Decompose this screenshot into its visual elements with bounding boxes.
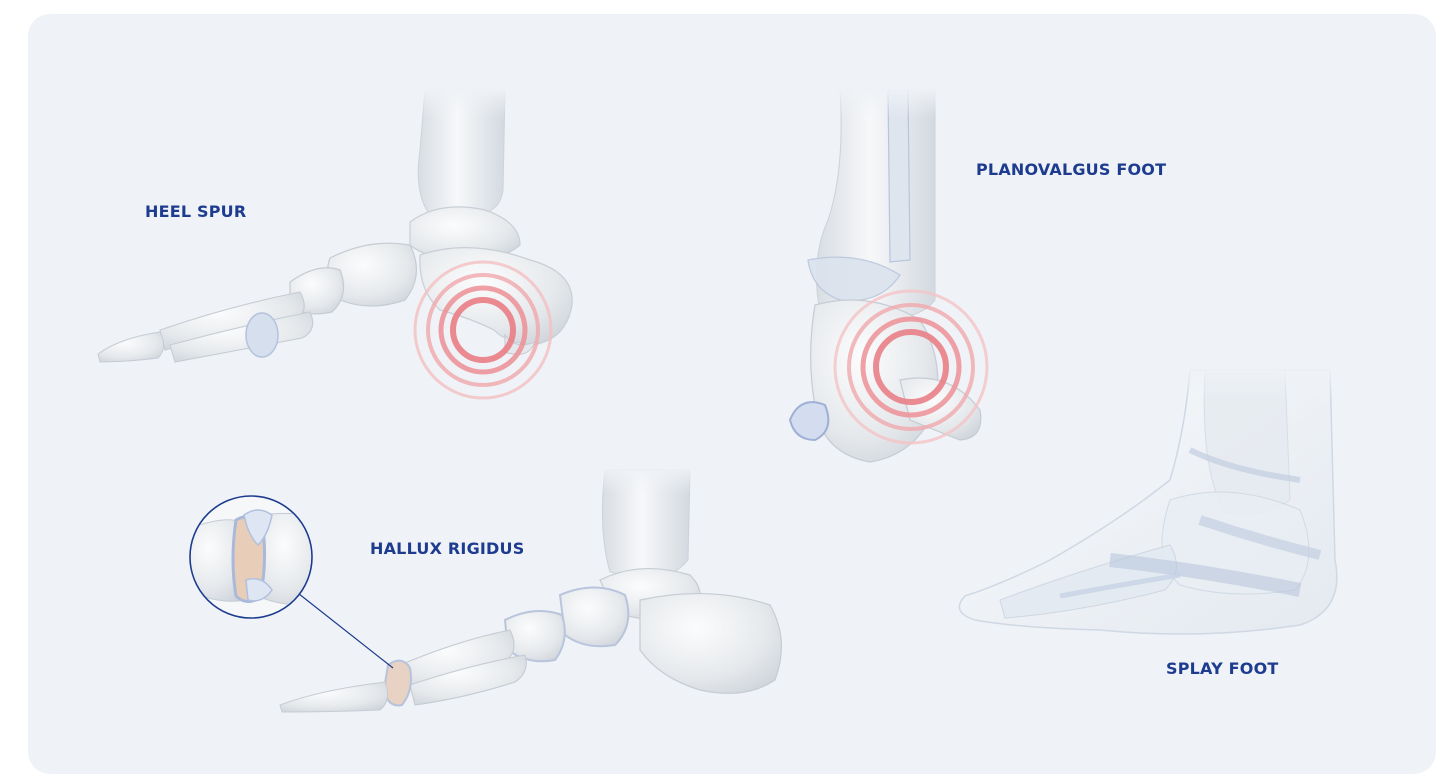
heel-spur-label: HEEL SPUR: [145, 202, 246, 221]
splay-foot-label: SPLAY FOOT: [1166, 659, 1279, 678]
callout-leader-line: [294, 590, 393, 668]
hallux-rigidus-foot-skeleton-icon: [185, 466, 781, 712]
heel-spur-foot-skeleton-icon: [98, 88, 572, 398]
planovalgus-foot-label: PLANOVALGUS FOOT: [976, 160, 1166, 179]
hallux-rigidus-label: HALLUX RIGIDUS: [370, 539, 524, 558]
hallux-rigidus-magnifier-callout-icon: [185, 496, 320, 618]
splay-foot-ligaments-transparent-icon: [959, 366, 1350, 634]
planovalgus-ankle-skeleton-icon: [790, 88, 987, 462]
